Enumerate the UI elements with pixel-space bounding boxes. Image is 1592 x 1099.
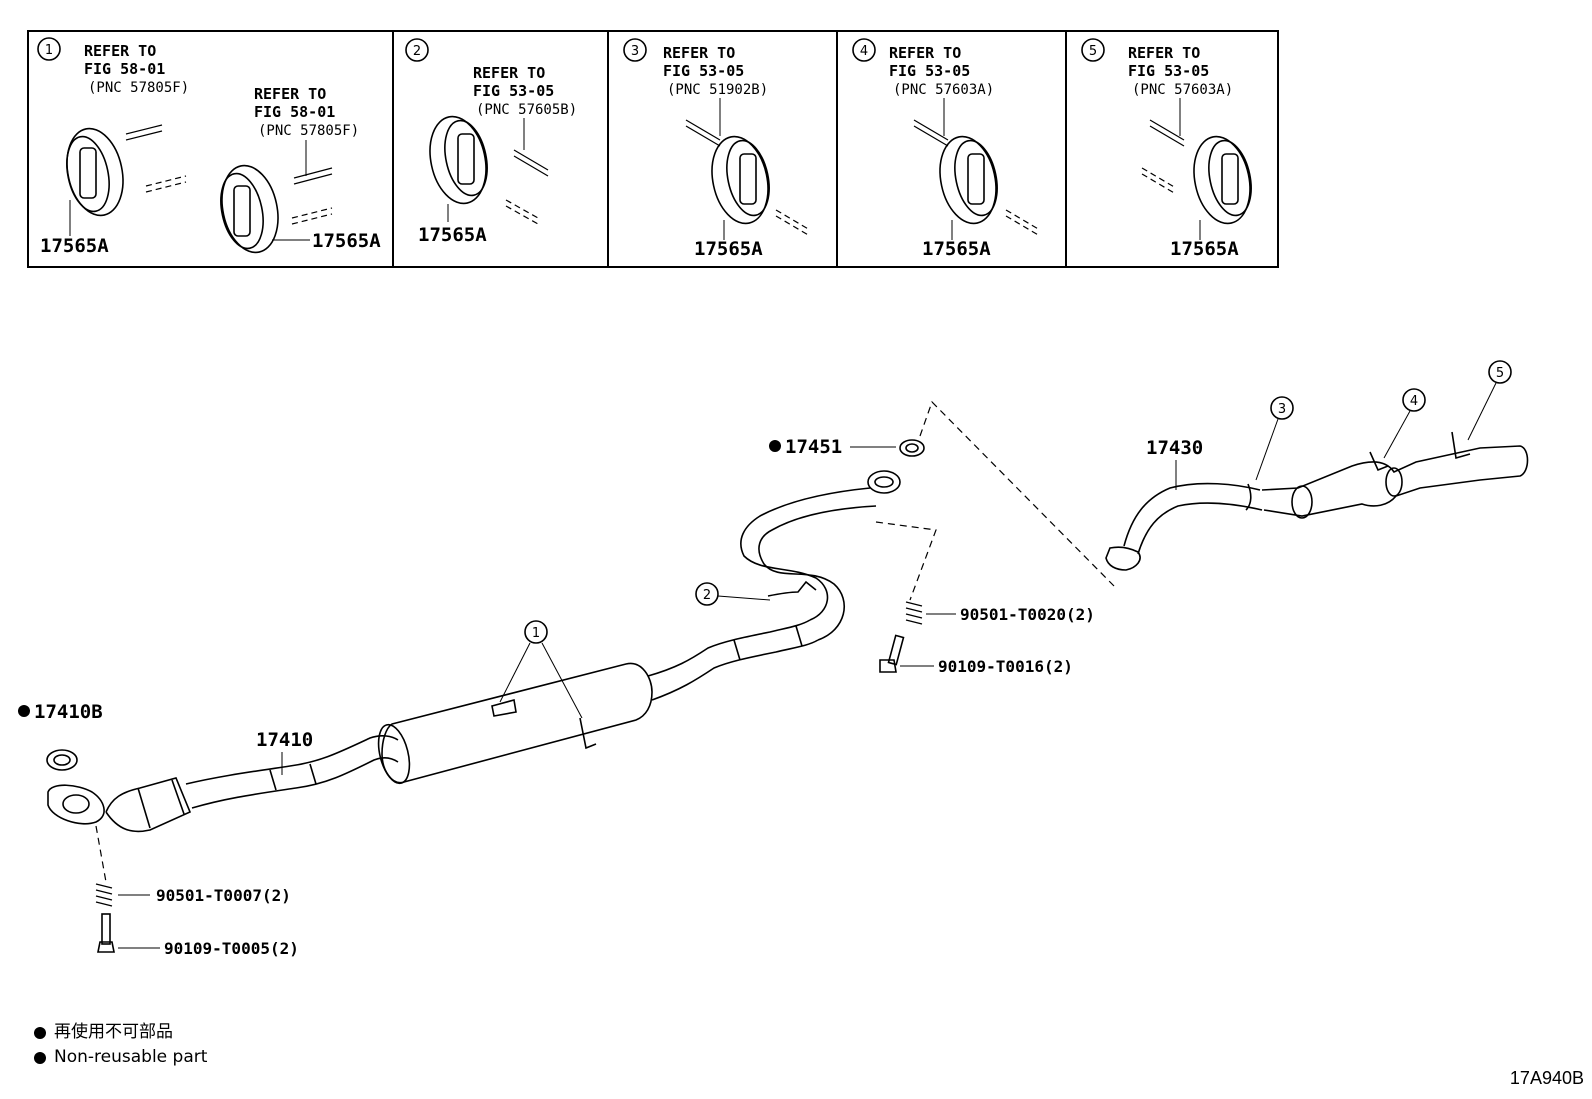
ref-pnc: (PNC 51902B): [667, 82, 768, 98]
ref-number: 5: [1089, 44, 1097, 59]
part-label-17410: 17410: [256, 729, 313, 751]
rubber-hanger-icon: [939, 135, 998, 225]
ref-box-1: 1 REFER TO FIG 58-01 (PNC 57805F) REFER …: [37, 37, 381, 257]
ref-line: FIG 53-05: [473, 82, 554, 100]
ref-line: REFER TO: [254, 85, 326, 103]
callout-circle-icon: [37, 37, 61, 61]
hanger-brackets: [491, 431, 1471, 750]
figure-code: 17A940B: [1509, 1068, 1584, 1088]
rubber-hanger-icon: [1193, 135, 1252, 225]
callout-number: 3: [1278, 402, 1286, 417]
ref-line: FIG 58-01: [84, 60, 165, 78]
callout-number: 2: [703, 588, 711, 603]
bolt-center: 90109-T0016(2): [879, 634, 1073, 676]
ref-line: FIG 58-01: [254, 103, 335, 121]
ref-number: 3: [631, 44, 639, 59]
legend-text-en: Non-reusable part: [54, 1047, 208, 1067]
non-reusable-dot-icon: [769, 440, 781, 452]
ref-box-3: 3 REFER TO FIG 53-05 (PNC 51902B) 17565A: [623, 38, 811, 260]
bolt-front: 90109-T0005(2): [97, 913, 299, 958]
callout-circle-icon: [1081, 38, 1105, 62]
reference-panel: [27, 30, 1279, 268]
legend-row-en: Non-reusable part: [34, 1045, 207, 1070]
part-number: 17565A: [312, 230, 381, 252]
callout-1: 1: [499, 620, 583, 719]
gasket-17410b: 17410B: [18, 701, 103, 771]
callout-circle-icon: [524, 620, 548, 644]
part-number: 17565A: [694, 238, 763, 260]
ref-pnc: (PNC 57603A): [1132, 82, 1233, 98]
front-pipe-17410: 17410: [47, 729, 399, 833]
gasket-17451: 17451: [769, 436, 925, 458]
ref-line: FIG 53-05: [889, 62, 970, 80]
ref-number: 1: [45, 43, 53, 58]
ref-pnc: (PNC 57605B): [476, 102, 577, 118]
legend: 再使用不可部品 Non-reusable part: [34, 1020, 207, 1070]
ref-line: REFER TO: [889, 44, 961, 62]
callout-3: 3: [1255, 396, 1294, 481]
part-number: 17565A: [1170, 238, 1239, 260]
ref-pnc: (PNC 57805F): [88, 80, 189, 96]
part-label-17451: 17451: [785, 436, 842, 458]
part-label-90501-t0007: 90501-T0007(2): [156, 886, 291, 905]
ref-pnc: (PNC 57805F): [258, 123, 359, 139]
ref-pnc: (PNC 57603A): [893, 82, 994, 98]
callout-circle-icon: [1488, 360, 1512, 384]
callout-4: 4: [1383, 388, 1426, 459]
part-label-90109-t0016: 90109-T0016(2): [938, 657, 1073, 676]
callout-number: 5: [1496, 366, 1504, 381]
ref-number: 2: [413, 44, 421, 59]
callout-circle-icon: [1402, 388, 1426, 412]
ref-line: FIG 53-05: [1128, 62, 1209, 80]
part-number: 17565A: [418, 224, 487, 246]
callout-number: 4: [1410, 394, 1418, 409]
callout-circle-icon: [852, 38, 876, 62]
callout-circle-icon: [1270, 396, 1294, 420]
non-reusable-dot-icon: [34, 1026, 46, 1039]
tail-pipe-17430: 17430: [1105, 437, 1529, 571]
part-label-17430: 17430: [1146, 437, 1203, 459]
rubber-hanger-icon: [220, 164, 279, 254]
rubber-hanger-icon: [711, 135, 770, 225]
rubber-hanger-icon: [66, 127, 124, 217]
non-reusable-dot-icon: [34, 1051, 46, 1064]
part-label-90109-t0005: 90109-T0005(2): [164, 939, 299, 958]
center-pipe: [740, 470, 901, 641]
part-number: 17565A: [922, 238, 991, 260]
legend-row-jp: 再使用不可部品: [34, 1020, 207, 1045]
callout-5: 5: [1467, 360, 1512, 441]
non-reusable-dot-icon: [18, 705, 30, 717]
ref-number: 4: [860, 44, 868, 59]
callout-circle-icon: [623, 38, 647, 62]
part-label-17410b: 17410B: [34, 701, 103, 723]
part-label-90501-t0020: 90501-T0020(2): [960, 605, 1095, 624]
legend-text-jp: 再使用不可部品: [54, 1022, 173, 1042]
callout-number: 1: [532, 626, 540, 641]
ref-line: REFER TO: [663, 44, 735, 62]
ref-line: FIG 53-05: [663, 62, 744, 80]
ref-box-5: 5 REFER TO FIG 53-05 (PNC 57603A) 17565A: [1081, 38, 1252, 260]
ref-line: REFER TO: [1128, 44, 1200, 62]
spring-center: 90501-T0020(2): [905, 601, 1095, 625]
callout-2: 2: [695, 582, 771, 606]
spring-front: 90501-T0007(2): [95, 883, 291, 907]
center-muffler: [377, 619, 819, 785]
ref-box-4: 4 REFER TO FIG 53-05 (PNC 57603A) 17565A: [852, 38, 1041, 260]
rubber-hanger-icon: [429, 115, 488, 205]
part-number: 17565A: [40, 235, 109, 257]
assembly-dashed-lines: [95, 400, 1115, 883]
ref-line: REFER TO: [473, 64, 545, 82]
callout-circle-icon: [695, 582, 719, 606]
ref-box-2: 2 REFER TO FIG 53-05 (PNC 57605B) 17565A: [405, 38, 577, 246]
ref-line: REFER TO: [84, 42, 156, 60]
callout-circle-icon: [405, 38, 429, 62]
